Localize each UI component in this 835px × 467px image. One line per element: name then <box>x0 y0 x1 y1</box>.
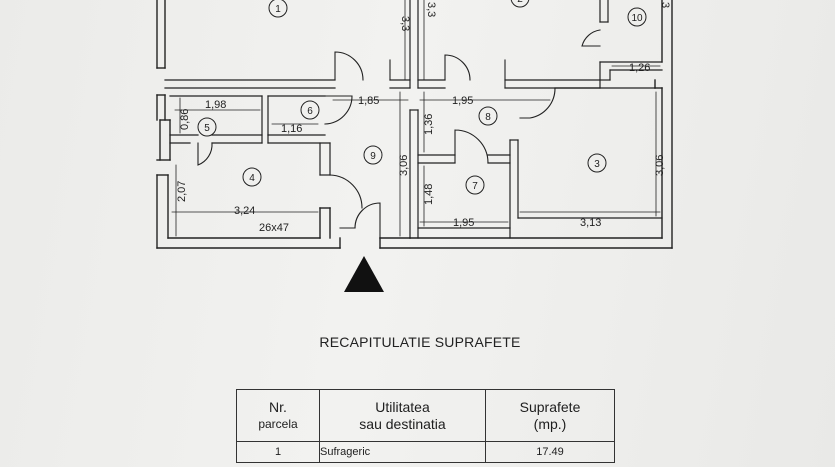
dimension-labels: 3,3 3,3 3 1,26 1,85 1,95 1,98 0,86 1,16 … <box>176 2 671 234</box>
room-number: 2 <box>517 0 523 5</box>
header-nr-sub: parcela <box>258 417 298 431</box>
room-number: 8 <box>485 112 491 123</box>
table-header-row: Nr. parcela Utilitatea sau destinatia Su… <box>236 389 615 442</box>
room-number: 7 <box>472 181 478 192</box>
dimension-label: 0,86 <box>179 109 191 130</box>
dimension-label: 3,3 <box>399 16 411 31</box>
doors <box>197 29 601 239</box>
dimension-label: 1,95 <box>453 217 474 229</box>
dimension-lines <box>171 0 661 237</box>
room-markers <box>197 0 647 195</box>
dimension-label: 3,13 <box>580 217 601 229</box>
header-area-main: Suprafete <box>519 398 581 415</box>
interior-walls <box>164 0 663 239</box>
dimension-label: 3,06 <box>398 155 410 176</box>
dimension-label: 3,06 <box>654 155 666 176</box>
cell-area: 17.49 <box>485 441 615 463</box>
header-use: Utilitatea sau destinatia <box>319 389 486 442</box>
table-row: 1 Sufrageric 17.49 <box>236 441 615 463</box>
dimension-label: 1,95 <box>452 95 473 107</box>
room-number: 6 <box>307 106 313 117</box>
dimension-label: 1,98 <box>205 99 226 111</box>
surface-summary-table: Nr. parcela Utilitatea sau destinatia Su… <box>236 389 615 463</box>
dimension-label: 26x47 <box>259 222 289 234</box>
header-nr: Nr. parcela <box>236 389 320 442</box>
room-number: 10 <box>631 13 643 24</box>
entrance-arrow-icon <box>344 256 384 292</box>
room-numbers: 1 2 3 4 5 6 7 8 9 10 <box>204 0 643 192</box>
header-area: Suprafete (mp.) <box>485 389 615 442</box>
outer-walls <box>156 0 673 249</box>
header-area-sub: (mp.) <box>533 415 567 432</box>
header-use-main: Utilitatea <box>375 398 430 415</box>
floor-plan: 1 2 3 4 5 6 7 8 9 10 3,3 3,3 3 1,26 1,85… <box>156 0 673 292</box>
room-number: 4 <box>249 173 255 184</box>
room-number: 9 <box>370 151 376 162</box>
cell-name: Sufrageric <box>319 441 486 463</box>
dimension-label: 2,07 <box>176 181 188 202</box>
dimension-label: 1,85 <box>358 95 379 107</box>
dimension-label: 3,24 <box>234 205 255 217</box>
dimension-label: 3,3 <box>425 2 437 17</box>
cell-nr: 1 <box>236 441 320 463</box>
dimension-label: 1,26 <box>629 62 650 74</box>
room-number: 5 <box>204 123 210 134</box>
dimension-label: 1,48 <box>423 184 435 205</box>
dimension-label: 3 <box>659 2 671 8</box>
dimension-label: 1,36 <box>423 114 435 135</box>
room-number: 3 <box>594 159 600 170</box>
room-number: 1 <box>275 4 281 15</box>
summary-title: RECAPITULATIE SUPRAFETE <box>319 334 521 350</box>
header-use-sub: sau destinatia <box>359 415 446 432</box>
header-nr-main: Nr. <box>269 399 287 415</box>
dimension-label: 1,16 <box>281 123 302 135</box>
